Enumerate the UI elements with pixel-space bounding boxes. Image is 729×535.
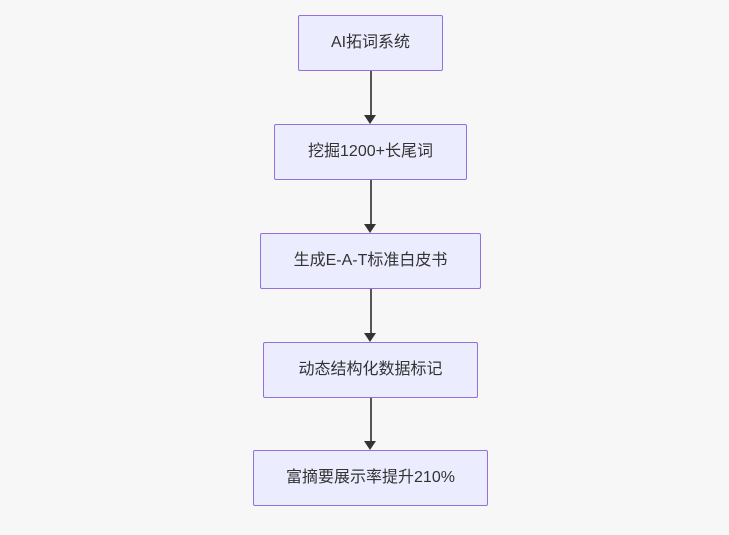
- node-label: AI拓词系统: [330, 34, 411, 52]
- edge-node3-to-node4: [364, 289, 377, 342]
- node-ai-keyword-system: AI拓词系统: [298, 15, 443, 71]
- edge-line: [369, 180, 372, 225]
- node-generate-eat-whitepaper: 生成E-A-T标准白皮书: [260, 233, 481, 289]
- node-label: 生成E-A-T标准白皮书: [293, 252, 448, 270]
- arrow-down-icon: [364, 224, 376, 233]
- node-mine-longtail-keywords: 挖掘1200+长尾词: [274, 124, 467, 180]
- node-label: 挖掘1200+长尾词: [308, 143, 433, 161]
- arrow-down-icon: [364, 333, 376, 342]
- node-dynamic-structured-data-markup: 动态结构化数据标记: [263, 342, 478, 398]
- edge-line: [369, 71, 372, 116]
- edge-line: [369, 398, 372, 442]
- node-label: 富摘要展示率提升210%: [286, 469, 455, 487]
- arrow-down-icon: [364, 115, 376, 124]
- edge-node4-to-node5: [364, 398, 377, 450]
- arrow-down-icon: [364, 441, 376, 450]
- edge-node1-to-node2: [364, 71, 377, 124]
- edge-node2-to-node3: [364, 180, 377, 233]
- node-rich-snippet-rate-increase: 富摘要展示率提升210%: [253, 450, 488, 506]
- edge-line: [369, 289, 372, 334]
- node-label: 动态结构化数据标记: [298, 361, 443, 379]
